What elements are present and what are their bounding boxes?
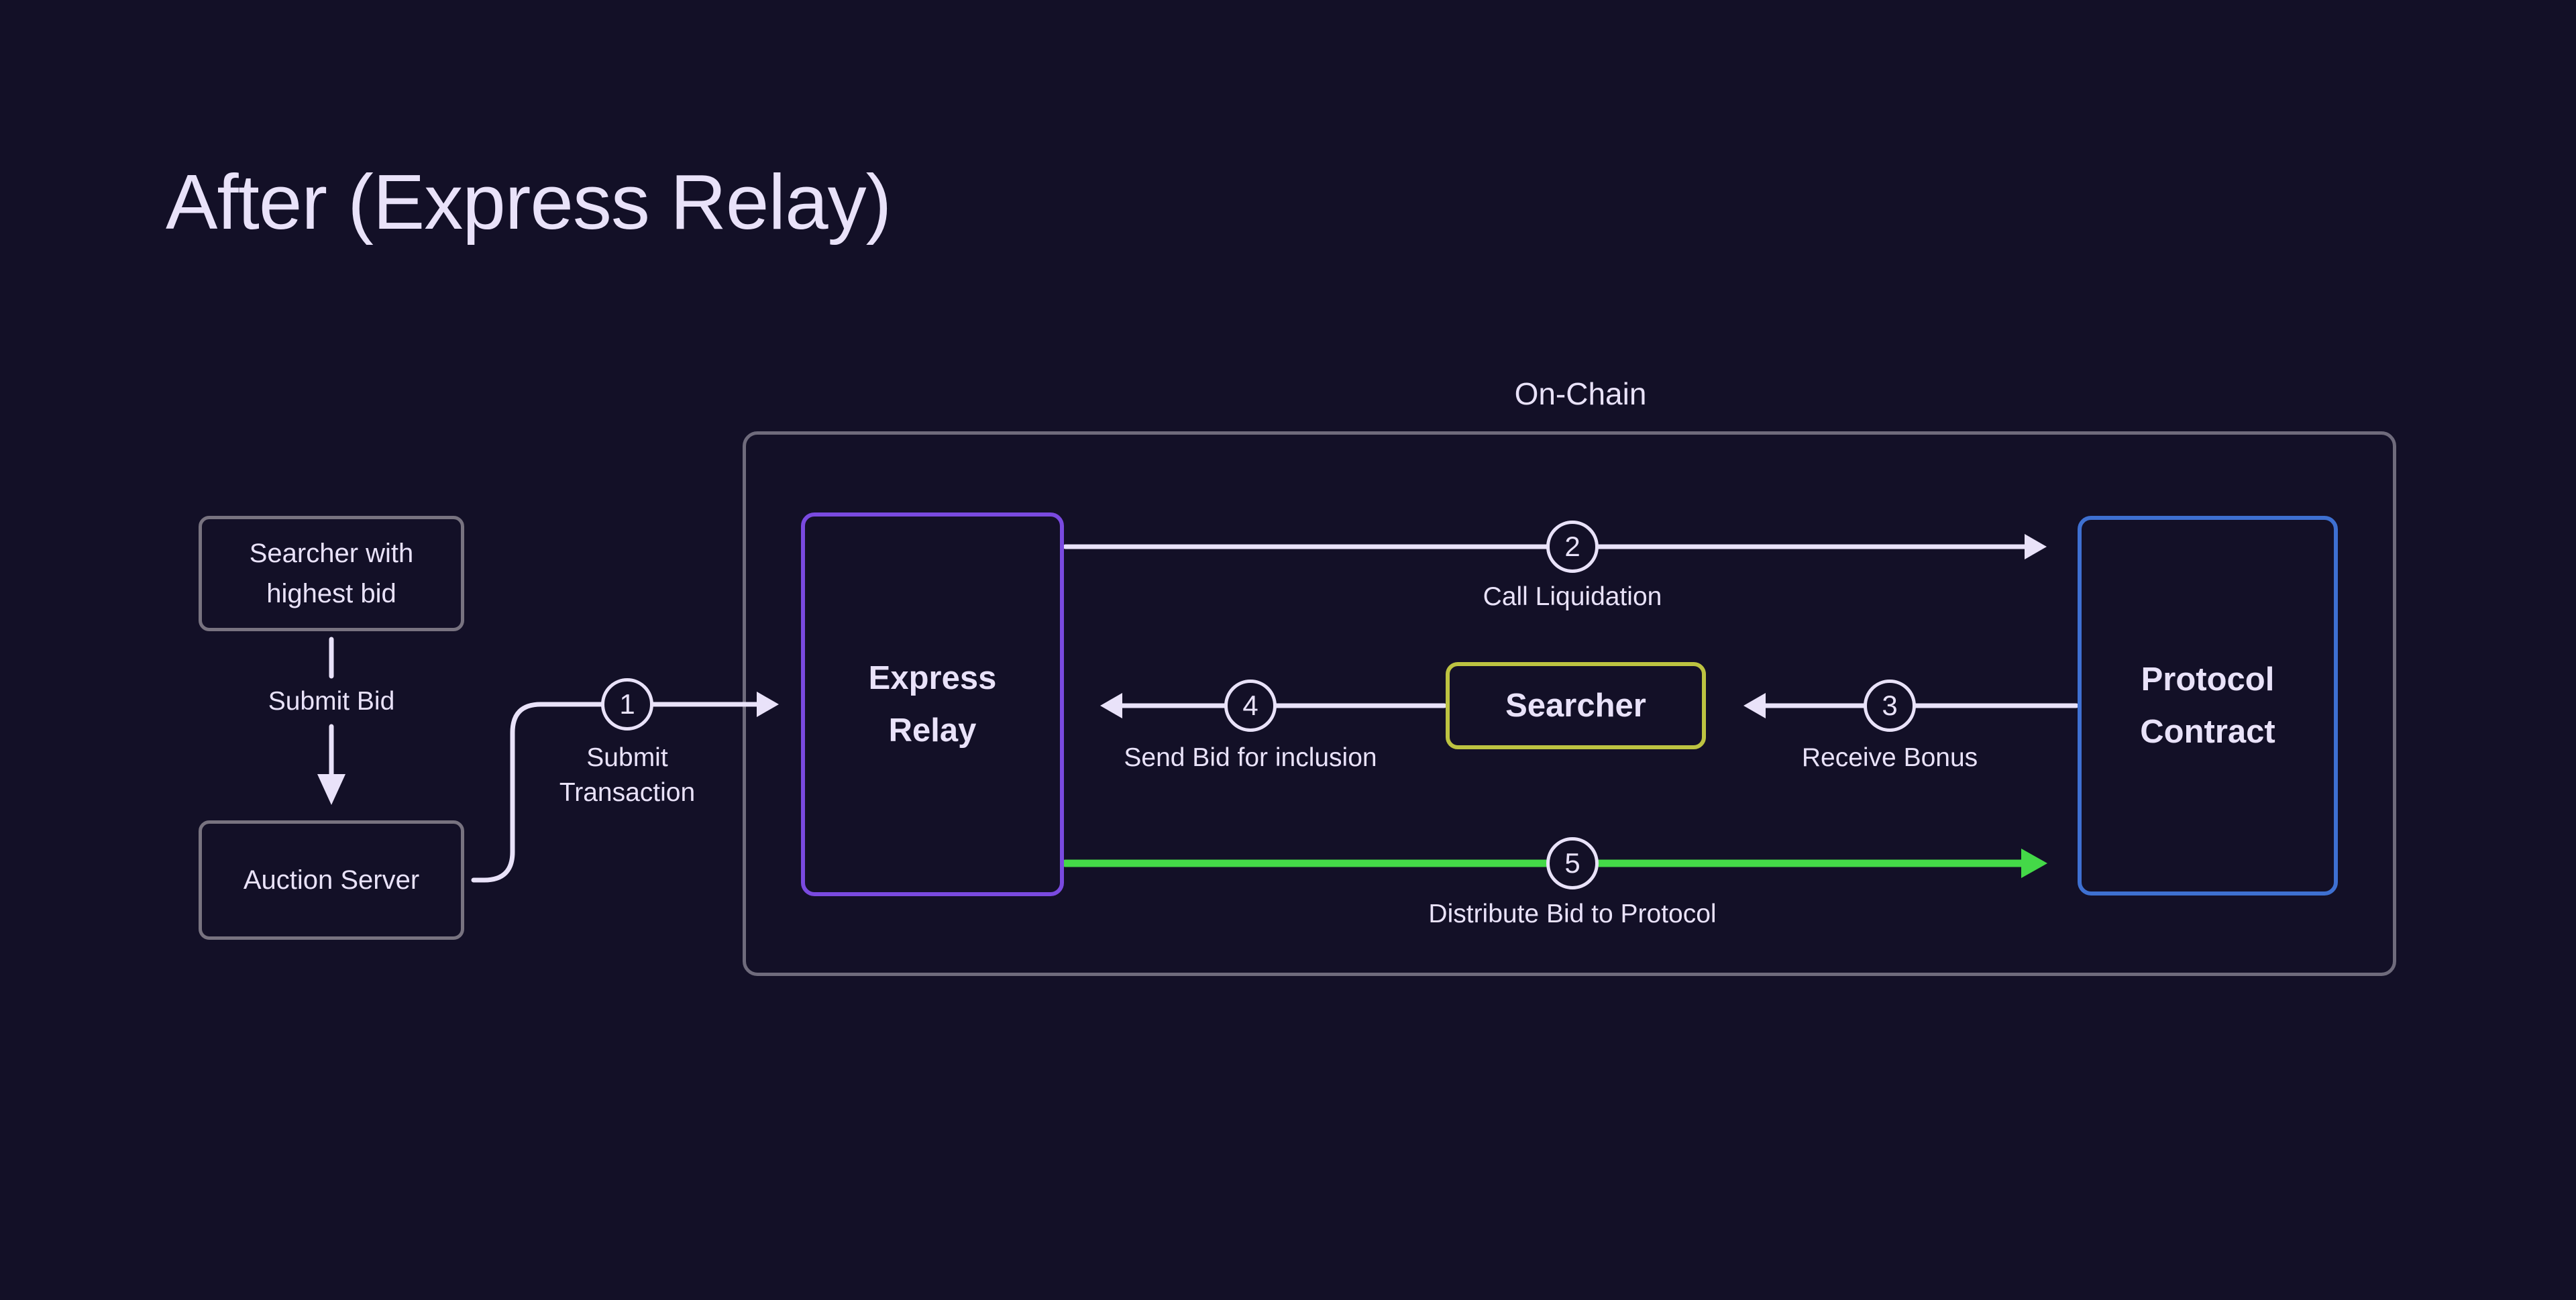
step-badge-4: 4 xyxy=(1224,680,1277,732)
step1-connector xyxy=(471,702,759,883)
node-label-line: Relay xyxy=(888,712,977,749)
edge-label-receive-bonus: Receive Bonus xyxy=(1801,743,1978,772)
edge-label-send-bid-for-inclusion: Send Bid for inclusion xyxy=(1124,743,1377,772)
edge-label-call-liquidation: Call Liquidation xyxy=(1483,582,1662,611)
step3-arrowhead xyxy=(1743,693,1766,718)
step-badge-2: 2 xyxy=(1546,521,1599,573)
edge-label-distribute-bid-to-protocol: Distribute Bid to Protocol xyxy=(1428,900,1717,928)
step-badge-1: 1 xyxy=(601,678,653,730)
step-badge-3: 3 xyxy=(1864,680,1916,732)
step2-arrowhead xyxy=(2025,534,2047,559)
step-number: 2 xyxy=(1564,531,1580,562)
step-number: 5 xyxy=(1564,847,1580,879)
step4-arrowhead xyxy=(1100,693,1122,718)
node-label-line: Contract xyxy=(2140,714,2275,750)
node-label-line: highest bid xyxy=(266,579,396,608)
node-label: Auction Server xyxy=(243,865,420,895)
node-label-line: Express xyxy=(868,660,997,696)
node-label-line: Searcher with xyxy=(249,539,414,568)
node-express-relay: Express Relay xyxy=(801,512,1064,896)
step1-arrowhead xyxy=(757,692,779,717)
node-label: Searcher xyxy=(1505,688,1646,724)
edge-label-submit-bid: Submit Bid xyxy=(268,687,395,716)
node-searcher-with-highest-bid: Searcher with highest bid xyxy=(199,516,464,631)
edge-label-line: Transaction xyxy=(559,778,696,807)
step5-arrowhead-green xyxy=(2021,849,2047,878)
node-protocol-contract: Protocol Contract xyxy=(2078,516,2338,896)
edge-label-line: Submit xyxy=(586,743,668,772)
submit-bid-arrowhead xyxy=(317,774,345,805)
onchain-label: On-Chain xyxy=(1514,376,1647,411)
page-title: After (Express Relay) xyxy=(166,158,892,246)
edge-label-submit-transaction: Submit Transaction xyxy=(559,741,695,810)
step-number: 1 xyxy=(619,688,635,720)
node-auction-server: Auction Server xyxy=(199,820,464,940)
step-badge-5: 5 xyxy=(1546,837,1599,889)
node-searcher: Searcher xyxy=(1446,662,1706,749)
step-number: 4 xyxy=(1242,690,1258,721)
step-number: 3 xyxy=(1882,690,1898,721)
node-label-line: Protocol xyxy=(2141,661,2275,698)
